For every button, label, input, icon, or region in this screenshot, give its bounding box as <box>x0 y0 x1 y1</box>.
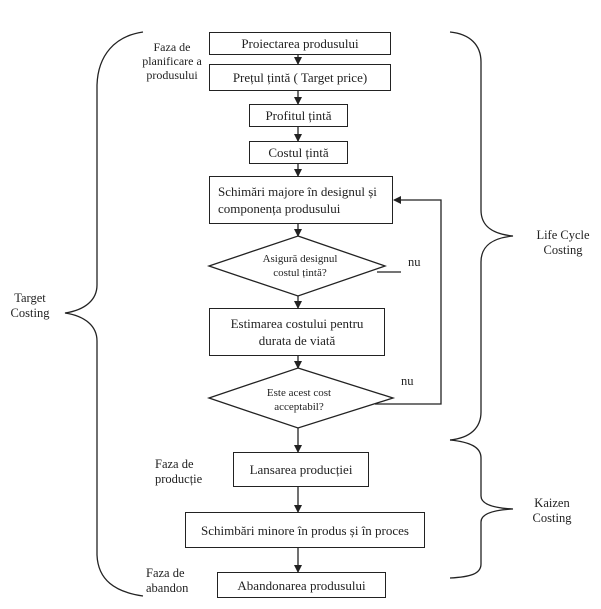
step-schimbari-majore: Schimări majore în designul și componenț… <box>209 176 393 224</box>
decision-diamond-2 <box>206 367 396 429</box>
branch-label-nu-2: nu <box>401 374 414 388</box>
step-schimbari-minore: Schimbări minore în produs și în proces <box>185 512 425 548</box>
method-label-life-cycle-costing: Life Cycle Costing <box>536 228 590 257</box>
branch-label-nu-1: nu <box>408 255 421 269</box>
step-abandonarea-produsului: Abandonarea produsului <box>217 572 386 598</box>
phase-label-planificare: Faza de planificare a produsului <box>142 40 202 82</box>
step-costul-tinta: Costul țintă <box>249 141 348 164</box>
method-label-kaizen-costing: Kaizen Costing <box>532 496 572 525</box>
step-pretul-tinta: Prețul țintă ( Target price) <box>209 64 391 91</box>
decision-diamond-1 <box>206 235 387 297</box>
target-costing-brace <box>64 31 144 597</box>
step-proiectarea-produsului: Proiectarea produsului <box>209 32 391 55</box>
phase-label-abandon: Faza de abandon <box>146 566 189 595</box>
decision-asigura-designul: Asigură designul costul țintă? <box>262 253 338 279</box>
feedback-loop-line <box>375 196 442 405</box>
phase-label-productie: Faza de producție <box>155 457 203 486</box>
decision-cost-acceptabil: Este acest cost acceptabil? <box>266 387 332 413</box>
step-profitul-tinta: Profitul țintă <box>249 104 348 127</box>
kaizen-costing-brace <box>449 439 514 579</box>
step-lansarea-productiei: Lansarea producției <box>233 452 369 487</box>
method-label-target-costing: Target Costing <box>10 291 50 320</box>
life-cycle-costing-brace <box>449 31 514 441</box>
step-estimarea-costului: Estimarea costului pentru durata de viat… <box>209 308 385 356</box>
